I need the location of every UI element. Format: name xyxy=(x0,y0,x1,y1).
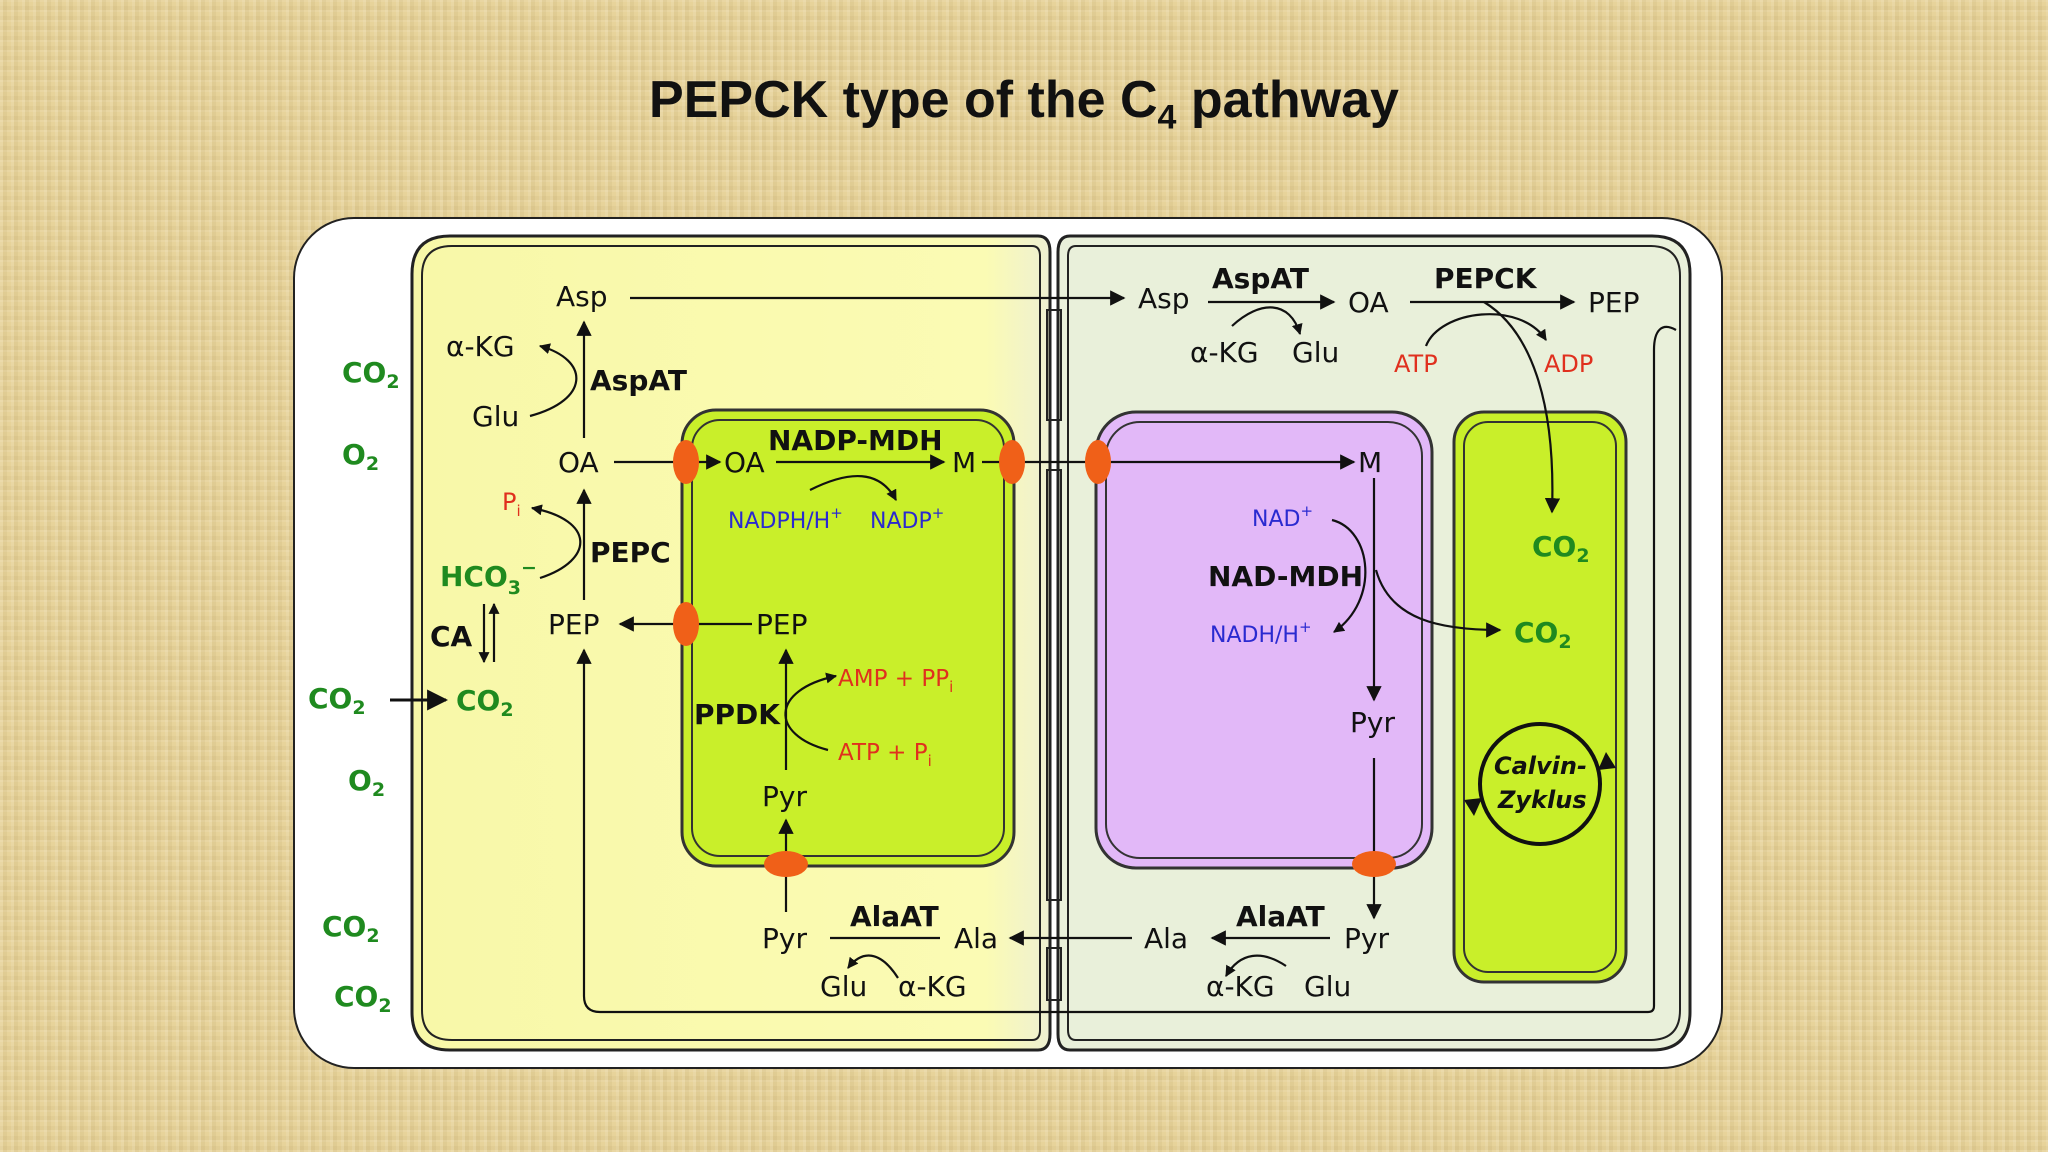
meso-glu: Glu xyxy=(472,400,519,433)
bs-ala: Ala xyxy=(1144,922,1188,955)
meso-pyr: Pyr xyxy=(762,922,807,955)
meso-pep: PEP xyxy=(548,608,599,641)
mito-m: M xyxy=(1358,446,1382,479)
bs-asp: Asp xyxy=(1138,282,1190,315)
meso-akg2: α-KG xyxy=(898,970,967,1003)
bs-pep: PEP xyxy=(1588,286,1639,319)
chloro-m: M xyxy=(952,446,976,479)
bs-pyr: Pyr xyxy=(1344,922,1389,955)
mito-nadh: NADH/H+ xyxy=(1210,618,1312,648)
mitochondrion xyxy=(1094,410,1434,870)
meso-ala: Ala xyxy=(954,922,998,955)
chloro-amp: AMP + PPi xyxy=(838,666,953,696)
mito-nad: NAD+ xyxy=(1252,502,1313,532)
chloro-pyr: Pyr xyxy=(762,780,807,813)
meso-alaat: AlaAT xyxy=(850,900,939,933)
bs-chloro-co2-1: CO2 xyxy=(1532,530,1590,567)
transporter-pyr xyxy=(764,851,808,877)
meso-asp: Asp xyxy=(556,280,608,313)
co2-label-input: CO2 xyxy=(308,682,366,719)
co2-label-3: CO2 xyxy=(322,910,380,947)
meso-akg: α-KG xyxy=(446,330,515,363)
calvin-label-2: Zyklus xyxy=(1497,786,1587,814)
reaction-arrows xyxy=(390,290,1677,1014)
bs-glu2: Glu xyxy=(1304,970,1351,1003)
pepck: PEPCK xyxy=(1434,262,1538,295)
chloro-nadph: NADPH/H+ xyxy=(728,504,843,534)
chloro-nadp: NADP+ xyxy=(870,504,944,534)
bs-alaat: AlaAT xyxy=(1236,900,1325,933)
co2-label-1: CO2 xyxy=(342,356,400,393)
bs-aspat: AspAT xyxy=(1212,262,1309,295)
mito-pyr: Pyr xyxy=(1350,706,1395,739)
transporter-m-chloro xyxy=(999,440,1025,484)
meso-oa: OA xyxy=(558,446,599,479)
bs-akg: α-KG xyxy=(1190,336,1259,369)
plasmodesmata xyxy=(1046,309,1062,1001)
ppdk: PPDK xyxy=(694,698,781,731)
transporter-m-mito xyxy=(1085,440,1111,484)
calvin-cycle xyxy=(1464,722,1616,846)
o2-label-1: O2 xyxy=(342,438,379,475)
meso-co2: CO2 xyxy=(456,684,514,721)
meso-pi: Pi xyxy=(502,488,521,520)
calvin-label-1: Calvin- xyxy=(1494,752,1587,780)
meso-pepc: PEPC xyxy=(590,536,671,569)
transporter-pyr-mito xyxy=(1352,851,1396,877)
bs-adp: ADP xyxy=(1544,350,1593,378)
bs-chloro-co2-2: CO2 xyxy=(1514,616,1572,653)
transporter-pep xyxy=(673,602,699,646)
meso-aspat: AspAT xyxy=(590,364,687,397)
meso-hco3: HCO3− xyxy=(440,557,537,599)
slide-title: PEPCK type of the C4 pathway xyxy=(649,71,1399,137)
transporters xyxy=(673,440,1396,877)
bs-atp: ATP xyxy=(1394,350,1438,378)
transporter-oa xyxy=(673,440,699,484)
bundle-sheath-chloroplast xyxy=(1452,410,1628,984)
mesophyll-membrane xyxy=(421,245,1041,1041)
bs-akg2: α-KG xyxy=(1206,970,1275,1003)
meso-ca: CA xyxy=(430,620,473,653)
chloro-pep: PEP xyxy=(756,608,807,641)
o2-label-2: O2 xyxy=(348,764,385,801)
bs-glu: Glu xyxy=(1292,336,1339,369)
co2-label-4: CO2 xyxy=(334,980,392,1017)
meso-glu2: Glu xyxy=(820,970,867,1003)
nadp-mdh: NADP-MDH xyxy=(768,424,943,457)
nad-mdh: NAD-MDH xyxy=(1208,560,1363,593)
bundle-sheath-membrane xyxy=(1067,245,1681,1041)
chloro-atp: ATP + Pi xyxy=(838,740,932,770)
bs-oa: OA xyxy=(1348,286,1389,319)
chloro-oa: OA xyxy=(724,446,765,479)
